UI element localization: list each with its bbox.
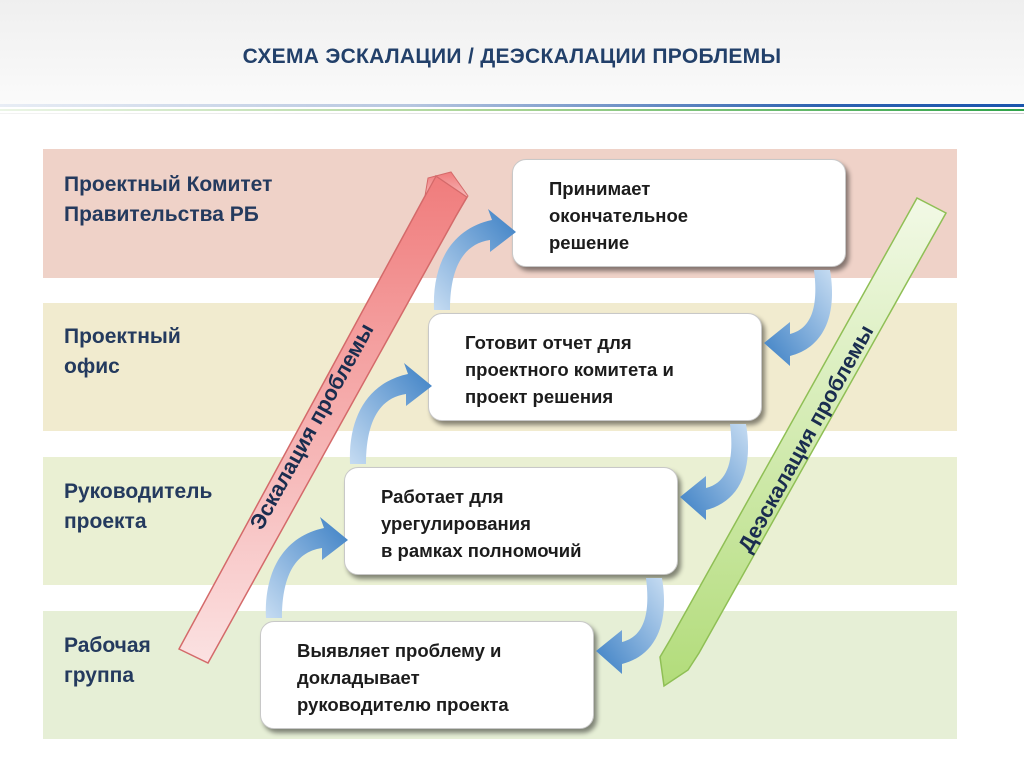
- curved-arrow-down-2: [680, 424, 749, 520]
- step-text-final-decision: Принимает окончательное решение: [549, 178, 689, 253]
- page-title: СХЕМА ЭСКАЛАЦИИ / ДЕЭСКАЛАЦИИ ПРОБЛЕМЫ: [242, 45, 782, 68]
- header-rule-green: [0, 109, 1024, 111]
- deescalation-arrow: [659, 197, 948, 688]
- curved-arrow-up-3: [433, 209, 516, 310]
- role-label-group: Рабочая группа: [64, 634, 151, 687]
- step-box-prepare-report: Готовит отчет для проектного комитета и …: [428, 313, 762, 421]
- role-label-office: Проектный офис: [64, 325, 181, 378]
- step-text-prepare-report: Готовит отчет для проектного комитета и …: [465, 332, 674, 407]
- step-box-resolve: Работает для урегулирования в рамках пол…: [344, 467, 678, 575]
- step-box-identify: Выявляет проблему и докладывает руководи…: [260, 621, 594, 729]
- deescalation-label: Деэскалация проблемы: [733, 321, 878, 556]
- header-rule-gray: [0, 113, 1024, 114]
- escalation-arrow: [177, 171, 469, 664]
- role-label-manager: Руководитель проекта: [64, 480, 213, 533]
- curved-arrow-up-1: [265, 517, 348, 618]
- curved-arrow-down-1: [764, 270, 833, 366]
- curved-arrow-up-2: [349, 363, 432, 464]
- role-label-committee: Проектный Комитет Правительства РБ: [64, 173, 273, 226]
- step-box-final-decision: Принимает окончательное решение: [512, 159, 846, 267]
- slide-header: [0, 0, 1024, 104]
- curved-arrow-down-3: [596, 578, 665, 674]
- step-text-identify: Выявляет проблему и докладывает руководи…: [297, 640, 509, 715]
- header-rule-blue: [0, 104, 1024, 107]
- step-text-resolve: Работает для урегулирования в рамках пол…: [381, 486, 582, 561]
